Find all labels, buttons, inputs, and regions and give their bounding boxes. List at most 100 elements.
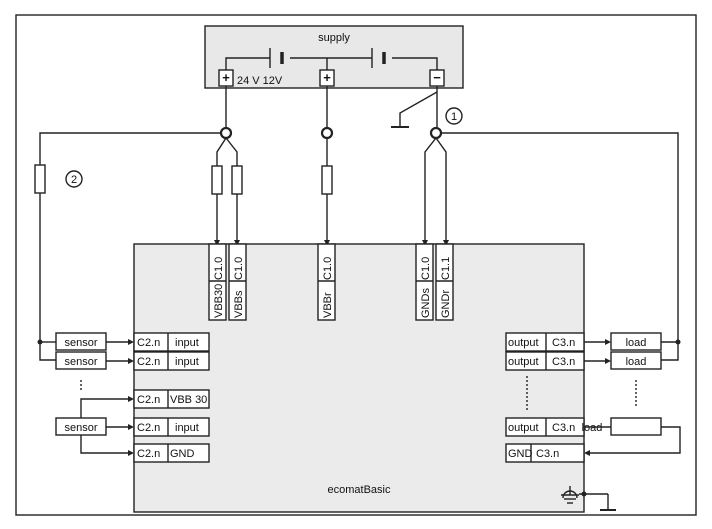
load-1: load	[610, 332, 662, 351]
left-row-5-label: GND	[170, 448, 195, 460]
right-row-2-code: C3.n	[552, 356, 575, 368]
right-row-1-code: C3.n	[552, 337, 575, 349]
right-row-2-label: output	[508, 356, 539, 368]
left-row-5-code: C2.n	[137, 448, 160, 460]
module-body	[133, 243, 585, 513]
load-3: load	[582, 417, 662, 436]
left-row-2-label: input	[175, 356, 199, 368]
load-2: load	[610, 351, 662, 370]
wire-vbb30	[216, 137, 227, 240]
arrow-sensor-2-input	[128, 358, 134, 364]
sensor-3-label: sensor	[64, 422, 97, 434]
arrow-gnds	[422, 240, 428, 246]
left-row-3-code: C2.n	[137, 394, 160, 406]
wire-gnds	[424, 137, 437, 240]
fuse-vbb30	[211, 165, 223, 195]
arrow-output-2-load	[605, 358, 611, 364]
marker-2-label: 2	[71, 174, 77, 186]
terminal-gnds-code: C1.0	[420, 257, 432, 280]
left-row-2: C2.n input	[133, 351, 210, 371]
wire-load-ground	[441, 132, 679, 342]
load-2-label: load	[626, 356, 647, 368]
arrow-output-1-load	[605, 339, 611, 345]
arrow-sensor-3-input	[128, 424, 134, 430]
left-row-4-code: C2.n	[137, 422, 160, 434]
wire-vbbs	[225, 137, 238, 240]
junction-12v	[320, 126, 334, 140]
left-row-2-code: C2.n	[137, 356, 160, 368]
module-earth-icon	[561, 486, 579, 504]
arrow-gndr	[443, 240, 449, 246]
sensor-3: sensor	[55, 417, 107, 436]
terminal-vbbs-code: C1.0	[233, 257, 245, 280]
junction-gnd	[429, 126, 443, 140]
arrow-load-3-return	[584, 450, 590, 456]
node-module-earth	[581, 491, 587, 497]
terminal-gndr: C1.1 GNDr	[435, 243, 454, 321]
fuse-vbbr	[321, 165, 333, 195]
plus-symbol-24v: +	[222, 70, 230, 85]
outer-frame	[15, 14, 697, 516]
left-row-4-label: input	[175, 422, 199, 434]
supply-label: supply	[318, 32, 350, 44]
left-row-5: C2.n GND	[133, 443, 210, 463]
module-name: ecomatBasic	[328, 484, 391, 496]
load-1-label: load	[626, 337, 647, 349]
voltage-label: 24 V 12V	[237, 75, 283, 87]
right-row-3-label: output	[508, 422, 539, 434]
right-row-4-label: GND	[508, 448, 533, 460]
junction-24v	[219, 126, 233, 140]
wire-load-2-ground	[661, 342, 679, 361]
plus-symbol-12v: +	[323, 70, 331, 85]
marker-2	[65, 170, 83, 188]
right-row-3-code: C3.n	[552, 422, 575, 434]
marker-1	[445, 107, 463, 125]
wire-sensor-3-vbb30	[80, 398, 128, 418]
arrow-sensor-3-vbb30	[128, 396, 134, 402]
fuse-vbbs	[231, 165, 243, 195]
arrow-vbbs	[234, 240, 240, 246]
left-row-3: C2.n VBB 30	[133, 389, 210, 409]
arrow-vbbr	[324, 240, 330, 246]
wire-load-3-return	[590, 426, 681, 454]
supply-wire	[225, 57, 438, 70]
right-row-4: GND C3.n	[505, 443, 585, 463]
arrow-sensor-3-gnd	[128, 450, 134, 456]
terminal-gndr-code: C1.1	[440, 257, 452, 280]
wire-sensor-2-supply	[39, 342, 56, 361]
terminal-vbb30-name: VBB30	[213, 284, 225, 318]
terminal-gndr-name: GNDr	[440, 290, 452, 318]
wire-gndr	[435, 137, 447, 240]
minus-symbol: −	[433, 70, 441, 85]
wire-sensor-3-gnd	[80, 435, 128, 454]
sensor-1: sensor	[55, 332, 107, 351]
right-row-1: output C3.n	[505, 332, 585, 352]
terminal-vbbs: C1.0 VBBs	[228, 243, 247, 321]
marker-1-label: 1	[451, 111, 457, 123]
terminal-vbbs-name: VBBs	[233, 290, 245, 318]
left-row-1-label: input	[175, 337, 199, 349]
right-row-1-label: output	[508, 337, 539, 349]
left-row-3-label: VBB 30	[170, 394, 207, 406]
right-row-2: output C3.n	[505, 351, 585, 371]
chassis-ground-wire	[399, 91, 438, 126]
terminal-vbb30: C1.0 VBB30	[208, 243, 227, 321]
terminal-vbbr-name: VBBr	[322, 292, 334, 318]
arrow-vbb30	[214, 240, 220, 246]
load-3-label: load	[582, 422, 603, 434]
fuse-sensor-supply	[34, 164, 46, 194]
right-row-4-code: C3.n	[536, 448, 559, 460]
wire-sensor-supply	[39, 132, 221, 342]
terminal-vbb30-code: C1.0	[213, 257, 225, 280]
terminal-vbbr-code: C1.0	[322, 257, 334, 280]
terminal-vbbr: C1.0 VBBr	[317, 243, 336, 321]
left-row-4: C2.n input	[133, 417, 210, 437]
right-row-3: output C3.n	[505, 417, 585, 437]
arrow-sensor-1-input	[128, 339, 134, 345]
left-row-1-code: C2.n	[137, 337, 160, 349]
terminal-gnds: C1.0 GNDs	[415, 243, 434, 321]
left-row-1: C2.n input	[133, 332, 210, 352]
terminal-gnds-name: GNDs	[420, 288, 432, 318]
sensor-2-label: sensor	[64, 356, 97, 368]
